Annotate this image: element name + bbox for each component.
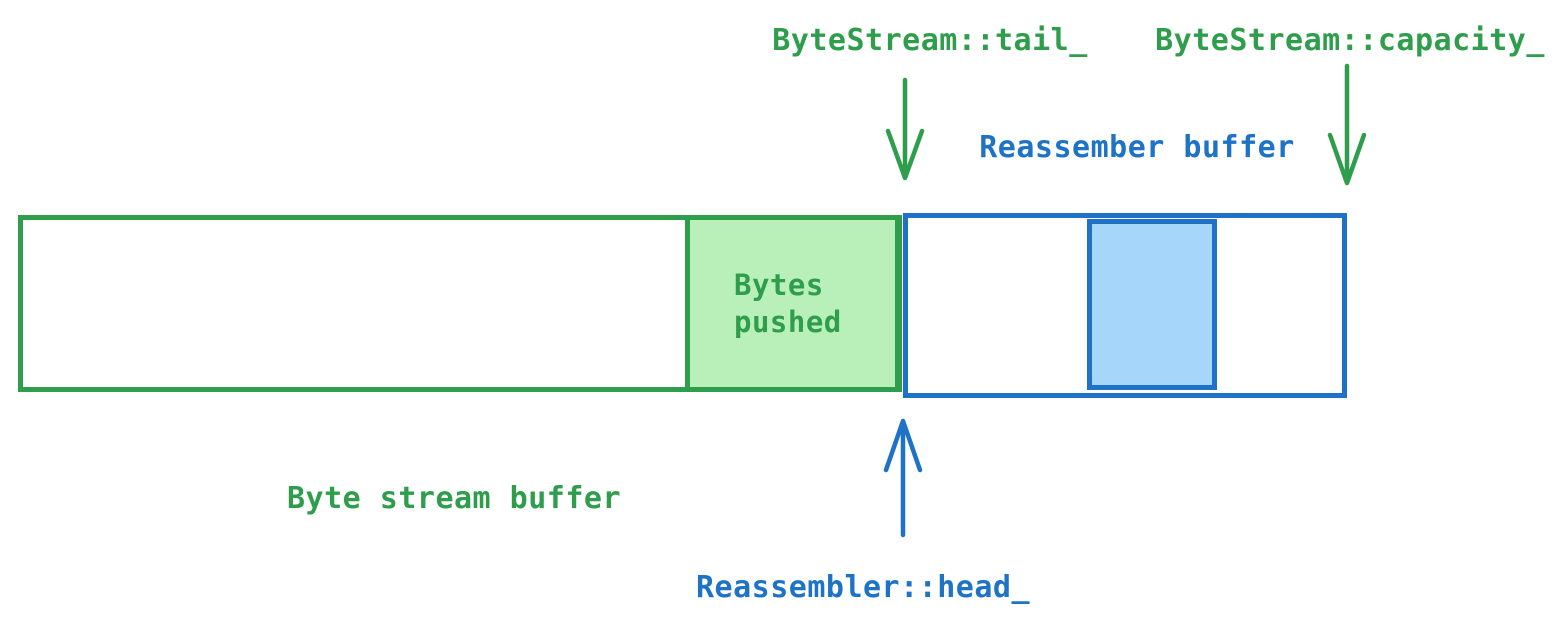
reassembler-pending-segment-box: [1087, 219, 1217, 390]
reassembler-buffer-box: [903, 213, 1347, 398]
label-byte-stream-buffer: Byte stream buffer: [286, 481, 622, 516]
capacity-down-arrow-icon: [1327, 63, 1367, 186]
label-bytestream-capacity: ByteStream::capacity_: [1155, 23, 1545, 58]
tail-down-arrow-icon: [885, 77, 925, 181]
bytes-pushed-label: Bytes pushed: [734, 267, 842, 339]
bytes-pushed-box: Bytes pushed: [685, 215, 900, 392]
label-reassembler-head: Reassembler::head_: [695, 570, 1031, 605]
label-reassember-buffer: Reassember buffer: [979, 130, 1295, 165]
head-up-arrow-icon: [883, 418, 923, 538]
label-bytestream-tail: ByteStream::tail_: [772, 23, 1088, 58]
